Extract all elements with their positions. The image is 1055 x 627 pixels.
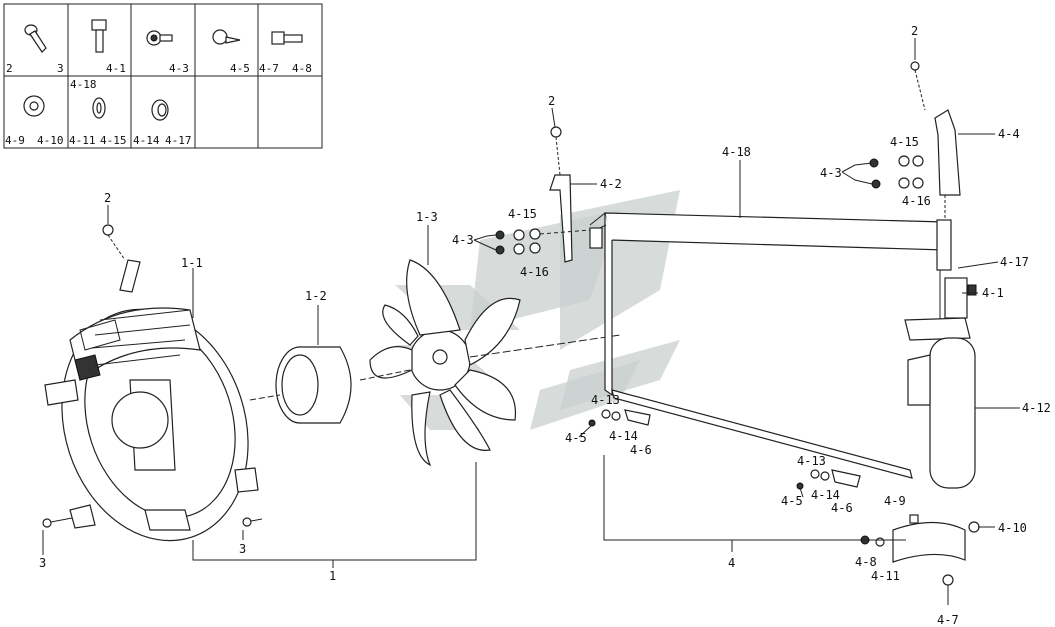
callout-4-12: 4-12 (1022, 401, 1051, 415)
washer-4-9-icon (23, 95, 45, 117)
callout-4-7: 4-7 (937, 613, 959, 627)
callout-2: 2 (104, 191, 111, 205)
fitting-4-6-upper (588, 409, 651, 427)
bracket-4-4 (869, 61, 961, 220)
callout-4-5: 4-5 (565, 431, 587, 445)
callout-4-16: 4-16 (902, 194, 931, 208)
callout-4-13: 4-13 (591, 393, 620, 407)
callout-3: 3 (239, 542, 246, 556)
callout-4-14: 4-14 (609, 429, 638, 443)
bolt-2-icon (24, 24, 47, 53)
fasteners-4-2 (495, 228, 591, 255)
leader-lines (42, 38, 1020, 605)
spring-washer-4-11-icon (92, 97, 106, 119)
callout-4-13: 4-13 (797, 454, 826, 468)
callout-4-11: 4-11 (871, 569, 900, 583)
fitting-4-6-lower (796, 469, 861, 490)
callout-2: 2 (548, 94, 555, 108)
receiver-drier (904, 277, 977, 489)
legend-label-4-10: 4-10 (37, 134, 64, 147)
callout-4: 4 (728, 556, 735, 570)
callout-4-6: 4-6 (630, 443, 652, 457)
callout-1-2: 1-2 (305, 289, 327, 303)
bolt-4-1-icon (91, 19, 107, 53)
callout-4-15: 4-15 (890, 135, 919, 149)
condenser (589, 212, 952, 479)
callout-2: 2 (911, 24, 918, 38)
fan-motor (275, 346, 352, 424)
callout-4-9: 4-9 (884, 494, 906, 508)
callout-4-17: 4-17 (1000, 255, 1029, 269)
callout-4-15: 4-15 (508, 207, 537, 221)
callout-3: 3 (39, 556, 46, 570)
bolt-3-right (242, 517, 263, 527)
callout-4-3: 4-3 (452, 233, 474, 247)
callout-4-4: 4-4 (998, 127, 1020, 141)
legend-label-4-8: 4-8 (292, 62, 312, 75)
legend-label-4-14: 4-14 (133, 134, 160, 147)
callout-4-5: 4-5 (781, 494, 803, 508)
fastener-legend: 2 3 4-1 4-3 4-5 4-7 4-8 4-18 4-9 4-10 4-… (3, 3, 323, 149)
callout-4-3: 4-3 (820, 166, 842, 180)
legend-label-4-15: 4-15 (100, 134, 127, 147)
legend-label-4-5: 4-5 (230, 62, 250, 75)
bolt-4-7-icon (271, 31, 303, 45)
legend-label-4-9: 4-9 (5, 134, 25, 147)
callout-1: 1 (329, 569, 336, 583)
legend-label-2: 2 (6, 62, 13, 75)
legend-label-4-17: 4-17 (165, 134, 192, 147)
ring-4-14-icon (151, 99, 169, 121)
callout-4-16: 4-16 (520, 265, 549, 279)
screw-4-5-icon (212, 29, 241, 45)
callout-4-1: 4-1 (982, 286, 1004, 300)
bolt-3-left (42, 517, 73, 528)
bolt-2-shroud (102, 224, 126, 261)
legend-label-4-1: 4-1 (106, 62, 126, 75)
legend-label-4-18: 4-18 (70, 78, 97, 91)
legend-label-3: 3 (57, 62, 64, 75)
bracket-4-2 (549, 126, 573, 263)
callout-labels: 2 1-1 3 3 1-2 1-3 1 2 4-2 4-15 4-3 4-16 … (39, 24, 1051, 627)
callout-4-10: 4-10 (998, 521, 1027, 535)
fan-blade (369, 259, 521, 467)
nut-4-3-icon (146, 30, 173, 46)
callout-1-3: 1-3 (416, 210, 438, 224)
callout-4-8: 4-8 (855, 555, 877, 569)
callout-4-6: 4-6 (831, 501, 853, 515)
legend-label-4-3: 4-3 (169, 62, 189, 75)
legend-label-4-7: 4-7 (259, 62, 279, 75)
callout-4-2: 4-2 (600, 177, 622, 191)
callout-4-14: 4-14 (811, 488, 840, 502)
legend-label-4-11: 4-11 (69, 134, 96, 147)
fan-shroud (44, 259, 259, 542)
callout-1-1: 1-1 (181, 256, 203, 270)
callout-4-18: 4-18 (722, 145, 751, 159)
